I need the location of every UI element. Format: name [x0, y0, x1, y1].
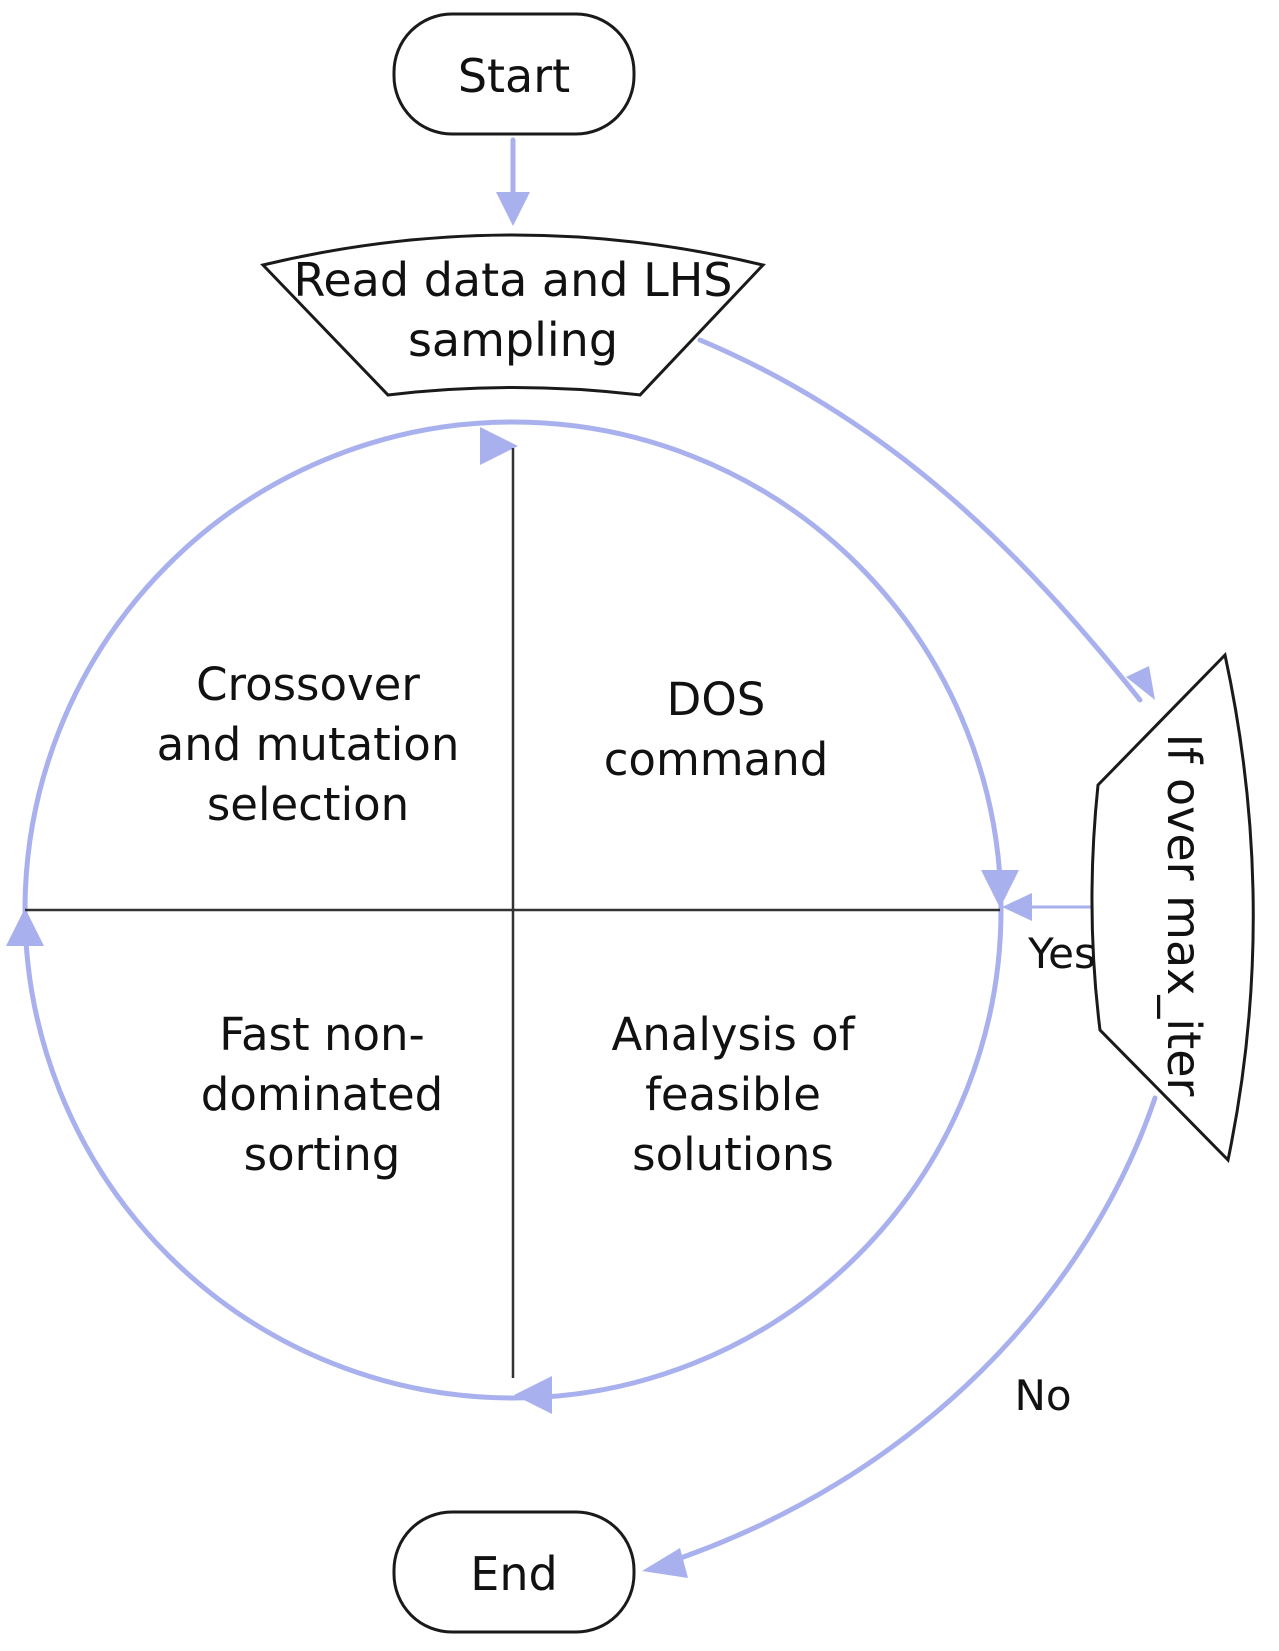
end-label: End	[470, 1547, 557, 1601]
quadrant-top-right-line-1: DOS	[667, 673, 766, 726]
cycle-arrowhead-left	[6, 908, 44, 946]
decision-label: If over max_iter	[1157, 734, 1211, 1097]
arrowhead-decision-yes	[1002, 893, 1032, 921]
end-node: End	[392, 1510, 636, 1634]
quadrant-bottom-right: Analysis of feasible solutions	[611, 1008, 855, 1181]
quadrant-bottom-left-line-2: dominated	[201, 1068, 443, 1121]
cycle-arrowhead-top	[480, 427, 518, 465]
quadrant-top-right-line-2: command	[604, 733, 829, 786]
quadrant-top-right: DOS command	[604, 673, 829, 786]
end-terminal-shape	[392, 1510, 636, 1634]
decision-node: If over max_iter	[1090, 651, 1255, 1164]
read-data-label-line-1: Read data and LHS	[293, 253, 732, 307]
read-data-shape	[260, 233, 766, 397]
arrowhead-start-to-read	[496, 192, 530, 226]
edge-label-yes: Yes	[1027, 929, 1096, 978]
arrow-read-to-decision	[697, 337, 1143, 703]
arrowhead-decision-no	[642, 1548, 688, 1578]
read-data-label-line-2: sampling	[408, 313, 618, 367]
quadrant-top-left-line-3: selection	[207, 778, 409, 831]
cycle-arrowhead-right	[981, 870, 1019, 908]
quadrant-top-left-line-1: Crossover	[196, 658, 420, 711]
quadrant-top-left-line-2: and mutation	[157, 718, 460, 771]
start-node: Start	[392, 12, 636, 136]
start-label: Start	[458, 49, 570, 103]
quadrant-bottom-left-line-3: sorting	[244, 1128, 401, 1181]
edge-label-no: No	[1014, 1371, 1071, 1420]
quadrant-bottom-left-line-1: Fast non-	[219, 1008, 425, 1061]
arrowhead-read-to-decision	[1126, 666, 1155, 700]
start-terminal-shape	[392, 12, 636, 136]
decision-shape	[1090, 651, 1255, 1164]
quadrant-bottom-right-line-3: solutions	[632, 1128, 834, 1181]
read-data-node: Read data and LHS sampling	[260, 233, 766, 397]
cycle-arrowhead-bottom	[514, 1376, 552, 1414]
arrow-decision-no	[657, 1095, 1158, 1568]
quadrant-bottom-left: Fast non- dominated sorting	[201, 1008, 443, 1181]
quadrant-bottom-right-line-1: Analysis of	[611, 1008, 855, 1061]
quadrant-bottom-right-line-2: feasible	[645, 1068, 821, 1121]
quadrant-top-left: Crossover and mutation selection	[157, 658, 460, 831]
